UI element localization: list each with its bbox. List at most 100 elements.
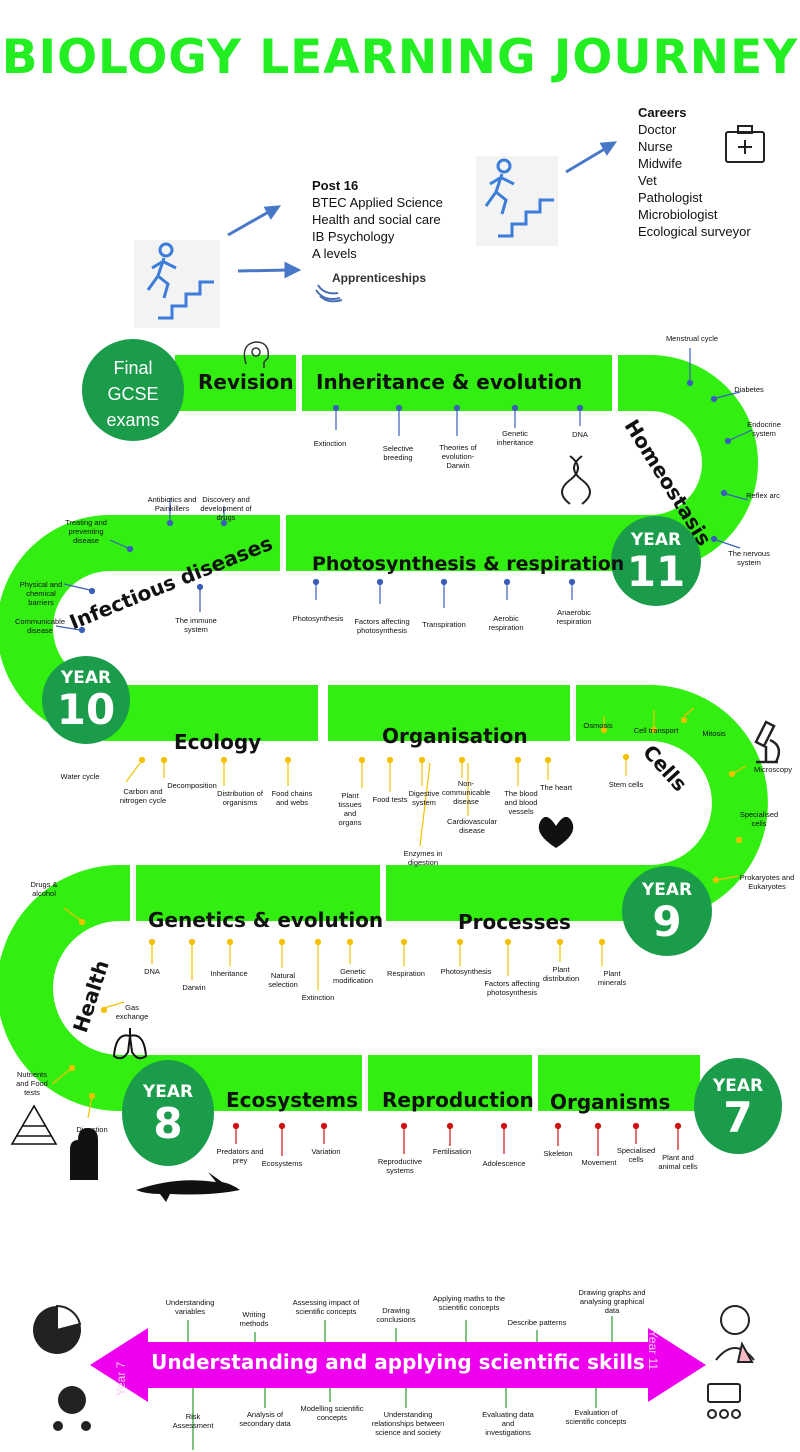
subtopic: Physical and chemical barriers [19,580,63,607]
subtopic: Enzymes in digestion [403,849,443,867]
skill-top: Understanding variables [165,1298,215,1316]
career-item: Pathologist [638,190,703,205]
careers-box: Careers Doctor Nurse Midwife Vet Patholo… [638,104,751,240]
subtopic: Mitosis [702,729,726,738]
subtopic: Extinction [301,993,335,1002]
subtopic: The immune system [175,616,217,634]
topic-inheritance: Inheritance & evolution [316,370,583,394]
subtopic: Menstrual cycle [665,334,719,343]
subtopic: Digestion [76,1125,108,1134]
subtopic: Factors affecting photosynthesis [354,617,410,635]
skill-bottom: Risk Assessment [172,1412,214,1430]
subtopic: Transpiration [422,620,466,629]
subtopic: Prokaryotes and Eukaryotes [739,873,795,891]
skill-top: Describe patterns [507,1318,567,1327]
year-8-number: 8 [153,1099,183,1148]
subtopic: Discovery and development of drugs [200,495,252,522]
subtopic: Reproductive systems [377,1157,423,1175]
subtopic: Aerobic respiration [488,614,524,632]
topic-organisation: Organisation [382,724,528,748]
subtopic: Genetic inheritance [496,429,534,447]
year-10-circle: YEAR 10 [42,656,130,744]
skill-top: Applying maths to the scientific concept… [432,1294,506,1312]
subtopic: Antibiotics and Painkillers [147,495,197,513]
subtopic: Fertilisation [432,1147,472,1156]
year-7-label: YEAR [712,1076,764,1096]
year-11-circle: YEAR 11 [611,516,701,606]
subtopic: Factors affecting photosynthesis [484,979,540,997]
career-item: Vet [638,173,657,188]
post16-item: BTEC Applied Science [312,195,443,210]
hazard-icon [53,1386,91,1431]
digestive-system-icon [70,1128,98,1180]
subtopic: Food chains and webs [271,789,313,807]
subtopic: Anaerobic respiration [556,608,592,626]
career-item: Nurse [638,139,673,154]
staircase-icon-right [476,156,558,246]
subtopic: Plant tissues and organs [338,791,362,827]
heart-icon [538,816,574,848]
year-11-label: YEAR [630,530,682,550]
shark-icon [136,1172,240,1202]
skills-banner-title: Understanding and applying scientific sk… [151,1350,645,1374]
topic-ecosystems: Ecosystems [226,1088,358,1112]
subtopic: Ecosystems [261,1159,303,1168]
subtopic: Plant minerals [597,969,627,987]
subtopic: Stem cells [608,780,644,789]
pie-icon [33,1304,82,1354]
subtopic: Nutrients and Food tests [16,1070,48,1097]
subtopic: Drugs & alcohol [30,880,58,898]
lungs-icon [112,1028,148,1060]
career-item: Microbiologist [638,207,718,222]
careers-heading: Careers [638,105,687,120]
skill-top: Drawing conclusions [376,1306,416,1324]
final-exams-label: Final GCSE exams [106,358,160,430]
skills-year-left-label: Year 7 [114,1361,128,1396]
year-9-label: YEAR [641,880,693,900]
career-item: Doctor [638,122,677,137]
subtopic: Gas exchange [115,1003,149,1021]
skill-bottom: Evaluation of scientific concepts [565,1408,627,1426]
post16-item: A levels [312,246,357,261]
subtopic: Microscopy [754,765,792,774]
first-aid-kit-icon [725,125,765,163]
subtopic: DNA [572,430,588,439]
subtopic: Food tests [372,795,408,804]
subtopic: Respiration [387,969,425,978]
subtopic: Natural selection [268,971,298,989]
career-item: Ecological surveyor [638,224,751,239]
subtopic: Extinction [313,439,347,448]
subtopic: Non-communicable disease [441,779,491,806]
skill-bottom: Modelling scientific concepts [300,1404,364,1422]
dna-icon [561,455,591,505]
subtopic: Communicable disease [14,617,66,635]
subtopic: Specialised cells [739,810,779,828]
topic-photosynthesis: Photosynthesis & respiration [312,553,625,575]
subtopic: Theories of evolution- Darwin [439,443,477,470]
skill-bottom: Understanding relationships between scie… [371,1410,445,1437]
topic-reproduction: Reproduction [382,1088,534,1112]
subtopic: Decomposition [167,781,217,790]
year-10-label: YEAR [60,668,112,688]
apprenticeships-label: Apprenticeships [332,271,427,285]
food-pyramid-icon [10,1104,58,1145]
page-title: BIOLOGY LEARNING JOURNEY [1,30,799,85]
post16-item: IB Psychology [312,229,395,244]
skill-bottom: Analysis of secondary data [239,1410,291,1428]
subtopic: Movement [581,1158,617,1167]
subtopic: Plant distribution [542,965,580,983]
subtopic: Cell transport [633,726,679,735]
skills-year-left: Year 7 [114,1322,128,1396]
subtopic: Predators and prey [216,1147,264,1165]
topic-ecology: Ecology [174,730,262,754]
skill-bottom: Evaluating data and investigations [482,1410,534,1437]
subtopic: Variation [311,1147,341,1156]
subtopic: The heart [539,783,573,792]
top-graphics [134,125,765,328]
year-7-number: 7 [723,1093,753,1142]
microscope-icon [754,720,781,764]
career-item: Midwife [638,156,683,171]
subtopic: Cardiovascular disease [446,817,498,835]
skills-year-right-label: Year 11 [646,1330,660,1371]
